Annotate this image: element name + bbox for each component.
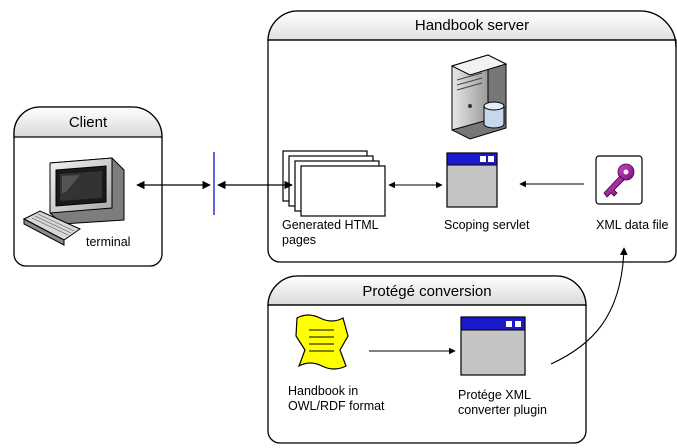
server-title: Handbook server	[415, 17, 529, 34]
xml-file-label: XML data file	[596, 218, 669, 232]
handbook-label-2: OWL/RDF format	[288, 399, 385, 413]
servlet-window-icon	[446, 152, 498, 208]
plugin-window-icon	[460, 316, 526, 376]
computer-icon	[22, 157, 125, 246]
html-pages-icon	[282, 150, 386, 217]
client-title: Client	[69, 114, 108, 131]
generated-pages-label-1: Generated HTML	[282, 218, 379, 232]
terminal-label: terminal	[86, 235, 130, 249]
key-file-icon	[595, 155, 643, 205]
plugin-label-2: converter plugin	[458, 403, 547, 417]
server-icon	[450, 54, 508, 140]
plugin-label-1: Protége XML	[458, 388, 531, 402]
plugin-xml-arrow	[550, 247, 628, 365]
generated-pages-label-2: pages	[282, 233, 316, 247]
document-icon	[295, 314, 349, 370]
handbook-label-1: Handbook in	[288, 384, 358, 398]
conversion-title: Protégé conversion	[362, 283, 491, 300]
servlet-label: Scoping servlet	[444, 218, 530, 232]
